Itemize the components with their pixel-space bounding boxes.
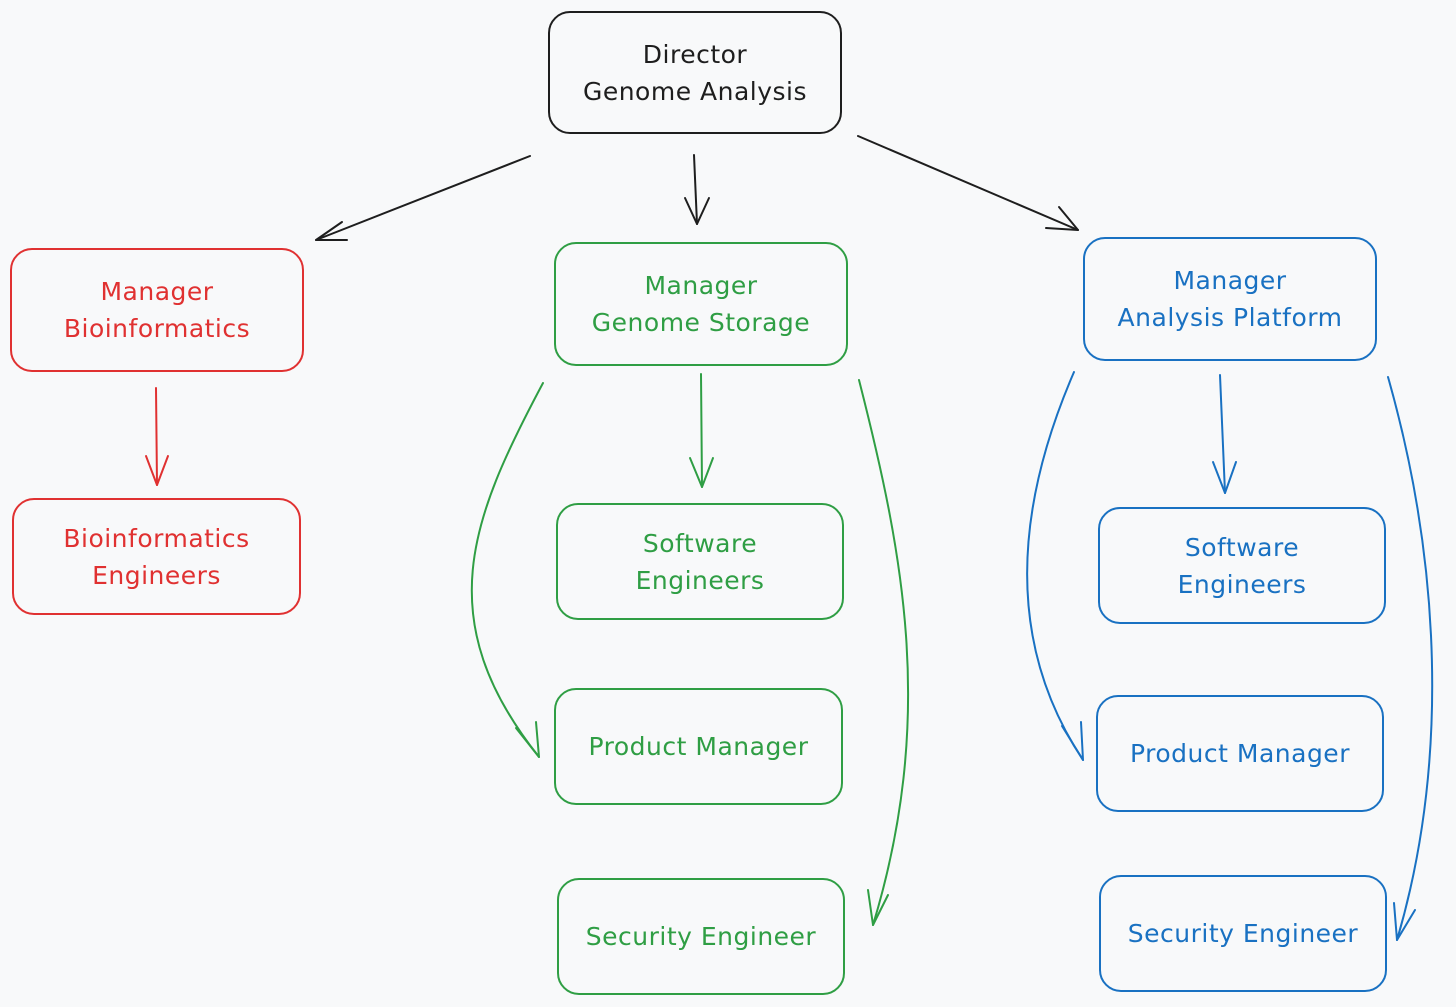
analysis-platform-software-engineers-box: Software Engineers — [1098, 507, 1386, 624]
analysis-platform-software-engineers-line1: Software — [1184, 532, 1300, 562]
bioinformatics-engineers-box: Bioinformatics Engineers — [12, 498, 301, 615]
genome-storage-product-manager-box: Product Manager — [554, 688, 843, 805]
analysis-platform-security-engineer-label: Security Engineer — [1127, 919, 1359, 948]
director-department: Genome Analysis — [582, 76, 808, 106]
arrow-genome-storage-to-software-engineers — [689, 373, 714, 488]
arrow-analysis-platform-to-software-engineers — [1212, 374, 1237, 494]
genome-storage-software-engineers-line2: Engineers — [635, 565, 765, 595]
director-genome-analysis-box: Director Genome Analysis — [548, 11, 842, 134]
genome-storage-software-engineers-box: Software Engineers — [556, 503, 844, 620]
manager-bioinformatics-title: Manager — [100, 277, 214, 306]
arrow-director-to-bioinformatics — [315, 155, 531, 241]
director-title: Director — [642, 39, 748, 69]
arrow-director-to-analysis-platform — [857, 135, 1079, 231]
manager-analysis-platform-title: Manager — [1173, 266, 1287, 295]
genome-storage-security-engineer-box: Security Engineer — [557, 878, 845, 995]
manager-bioinformatics-box: Manager Bioinformatics — [10, 248, 304, 372]
bioinformatics-engineers-line2: Engineers — [92, 560, 221, 590]
manager-genome-storage-title: Manager — [644, 271, 758, 300]
analysis-platform-security-engineer-box: Security Engineer — [1099, 875, 1387, 992]
analysis-platform-software-engineers-line2: Engineers — [1177, 569, 1307, 599]
genome-storage-security-engineer-label: Security Engineer — [585, 922, 817, 951]
manager-analysis-platform-department: Analysis Platform — [1117, 303, 1343, 332]
genome-storage-product-manager-label: Product Manager — [588, 732, 809, 761]
arrow-director-to-genome-storage — [684, 154, 710, 225]
analysis-platform-product-manager-box: Product Manager — [1096, 695, 1384, 812]
analysis-platform-product-manager-label: Product Manager — [1130, 739, 1350, 768]
manager-genome-storage-box: Manager Genome Storage — [554, 242, 848, 366]
genome-storage-software-engineers-line1: Software — [642, 528, 758, 558]
manager-genome-storage-department: Genome Storage — [591, 308, 811, 337]
arrow-genome-storage-to-product-manager — [470, 382, 544, 758]
arrow-bioinformatics-manager-to-engineers — [145, 387, 169, 486]
arrow-analysis-platform-to-product-manager — [1026, 371, 1084, 761]
manager-bioinformatics-department: Bioinformatics — [63, 314, 251, 343]
manager-analysis-platform-box: Manager Analysis Platform — [1083, 237, 1377, 361]
bioinformatics-engineers-line1: Bioinformatics — [63, 523, 250, 553]
arrow-genome-storage-to-security-engineer — [858, 379, 910, 926]
arrow-analysis-platform-to-security-engineer — [1387, 376, 1434, 941]
